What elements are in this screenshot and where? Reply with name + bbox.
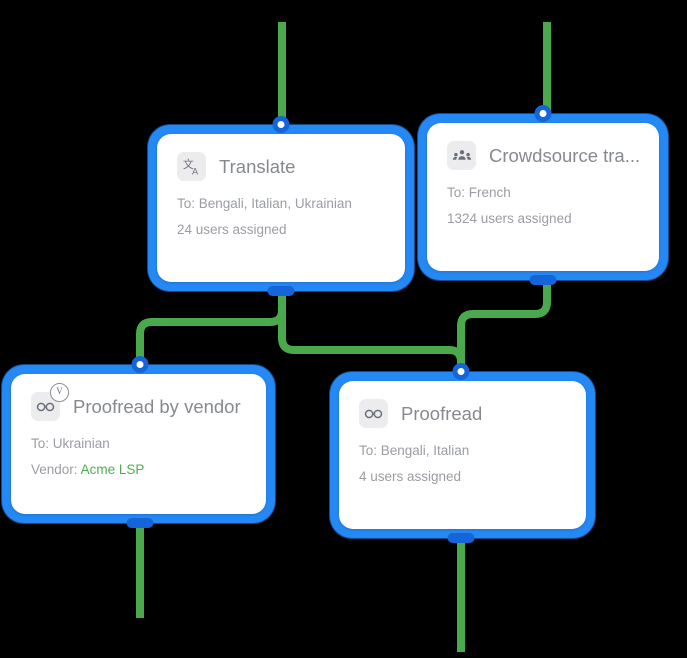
group-people-icon — [447, 141, 476, 170]
node-card: Crowdsource tra... To: French 1324 users… — [427, 123, 659, 271]
node-header: 文 A Translate — [177, 152, 385, 181]
edge-translate-to-proofread-vendor — [136, 288, 286, 374]
edge-crowdsource-to-proofread — [457, 277, 551, 381]
output-port[interactable] — [126, 518, 154, 528]
node-title: Translate — [219, 155, 296, 177]
node-header: Crowdsource tra... — [447, 141, 639, 170]
input-port[interactable] — [272, 116, 290, 133]
node-card: Proofread To: Bengali, Italian 4 users a… — [339, 381, 586, 529]
svg-text:文: 文 — [182, 157, 193, 171]
vendor-name: Acme LSP — [80, 462, 145, 477]
node-crowdsource-translate[interactable]: Crowdsource tra... To: French 1324 users… — [418, 105, 668, 285]
edge-translate-to-proofread — [278, 288, 465, 381]
node-title: Crowdsource tra... — [489, 144, 639, 166]
node-target-languages: To: Bengali, Italian, Ukrainian — [177, 196, 352, 211]
input-port[interactable] — [534, 105, 552, 122]
node-header: Proofread — [359, 399, 566, 428]
input-port[interactable] — [131, 356, 149, 373]
node-translate[interactable]: 文 A Translate To: Bengali, Italian, Ukra… — [148, 116, 414, 296]
node-assignment-count: 4 users assigned — [359, 469, 462, 484]
node-assignment-count: 24 users assigned — [177, 222, 287, 237]
node-vendor-row: Vendor: Acme LSP — [31, 462, 246, 477]
node-header: V Proofread by vendor — [31, 383, 246, 421]
node-proofread-by-vendor[interactable]: V Proofread by vendor To: Ukrainian Vend… — [2, 356, 275, 528]
output-port[interactable] — [267, 286, 295, 296]
output-port[interactable] — [447, 533, 475, 543]
svg-text:A: A — [192, 166, 199, 176]
glasses-icon — [359, 399, 388, 428]
node-target-languages: To: Ukrainian — [31, 436, 110, 451]
node-assignment-count: 1324 users assigned — [447, 211, 572, 226]
node-target-languages: To: French — [447, 185, 511, 200]
node-proofread[interactable]: Proofread To: Bengali, Italian 4 users a… — [330, 363, 595, 543]
vendor-badge-icon: V — [50, 383, 69, 402]
node-title: Proofread by vendor — [73, 395, 241, 417]
glasses-vendor-icon: V — [31, 383, 69, 421]
node-card: 文 A Translate To: Bengali, Italian, Ukra… — [157, 134, 405, 282]
output-port[interactable] — [529, 275, 557, 285]
input-port[interactable] — [452, 363, 470, 380]
node-title: Proofread — [401, 402, 483, 424]
translate-icon: 文 A — [177, 152, 206, 181]
node-target-languages: To: Bengali, Italian — [359, 443, 470, 458]
vendor-label: Vendor: — [31, 462, 78, 477]
node-card: V Proofread by vendor To: Ukrainian Vend… — [11, 374, 266, 514]
